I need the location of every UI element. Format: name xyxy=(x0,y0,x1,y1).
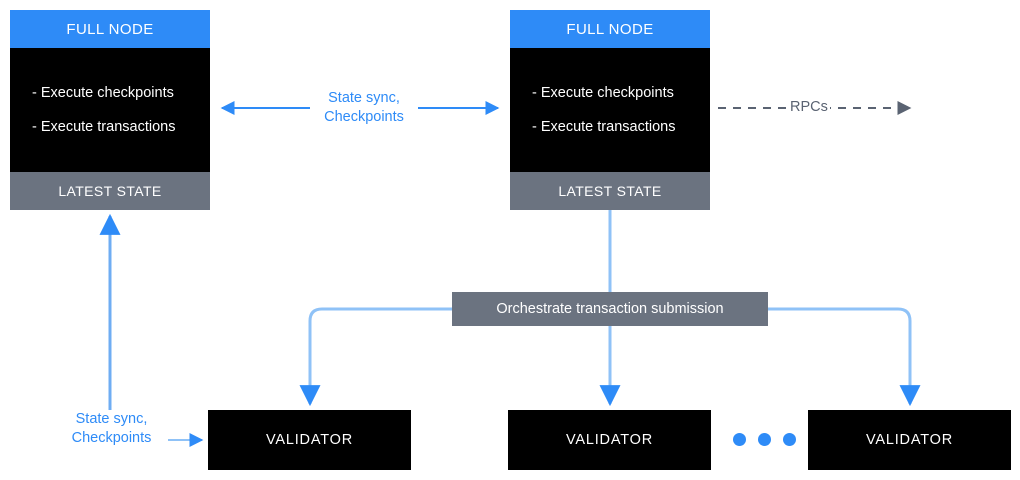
edge-label-state-sync-top-line2: Checkpoints xyxy=(324,109,404,125)
validator-2: VALIDATOR xyxy=(508,410,711,470)
edge-label-rpcs-text: RPCs xyxy=(790,99,828,115)
edge-label-state-sync-bottom-line2: Checkpoints xyxy=(71,430,152,446)
validator-1-label: VALIDATOR xyxy=(266,432,353,448)
edge-orchestrate-to-validator-3 xyxy=(768,307,921,407)
ellipsis-dot-1 xyxy=(733,433,746,446)
edge-label-state-sync-bottom-line1: State sync, xyxy=(75,411,148,427)
ellipsis-dot-3 xyxy=(783,433,796,446)
full-node-2-body: - Execute checkpoints - Execute transact… xyxy=(510,48,710,172)
edge-label-state-sync-top: State sync, Checkpoints xyxy=(310,89,418,127)
full-node-1-bullet-2: - Execute transactions xyxy=(32,119,176,135)
validator-ellipsis xyxy=(733,433,796,446)
full-node-2-latest-state: LATEST STATE xyxy=(510,172,710,210)
validator-3: VALIDATOR xyxy=(808,410,1011,470)
validator-2-label: VALIDATOR xyxy=(566,432,653,448)
full-node-1-body: - Execute checkpoints - Execute transact… xyxy=(10,48,210,172)
orchestrate-label: Orchestrate transaction submission xyxy=(496,301,724,317)
edge-orchestrate-to-validator-1 xyxy=(299,307,452,407)
full-node-2: FULL NODE - Execute checkpoints - Execut… xyxy=(510,10,710,210)
ellipsis-dot-2 xyxy=(758,433,771,446)
validator-3-label: VALIDATOR xyxy=(866,432,953,448)
full-node-1-latest-state: LATEST STATE xyxy=(10,172,210,210)
edge-label-rpcs: RPCs xyxy=(788,98,830,117)
edge-label-state-sync-top-line1: State sync, xyxy=(328,90,400,106)
edge-label-state-sync-bottom: State sync, Checkpoints xyxy=(55,410,168,448)
validator-1: VALIDATOR xyxy=(208,410,411,470)
full-node-1-bullet-1: - Execute checkpoints xyxy=(32,85,174,101)
full-node-2-header: FULL NODE xyxy=(510,10,710,48)
orchestrate-box: Orchestrate transaction submission xyxy=(452,292,768,326)
full-node-2-bullet-2: - Execute transactions xyxy=(532,119,676,135)
full-node-2-bullet-1: - Execute checkpoints xyxy=(532,85,674,101)
full-node-1-header: FULL NODE xyxy=(10,10,210,48)
full-node-1: FULL NODE - Execute checkpoints - Execut… xyxy=(10,10,210,210)
